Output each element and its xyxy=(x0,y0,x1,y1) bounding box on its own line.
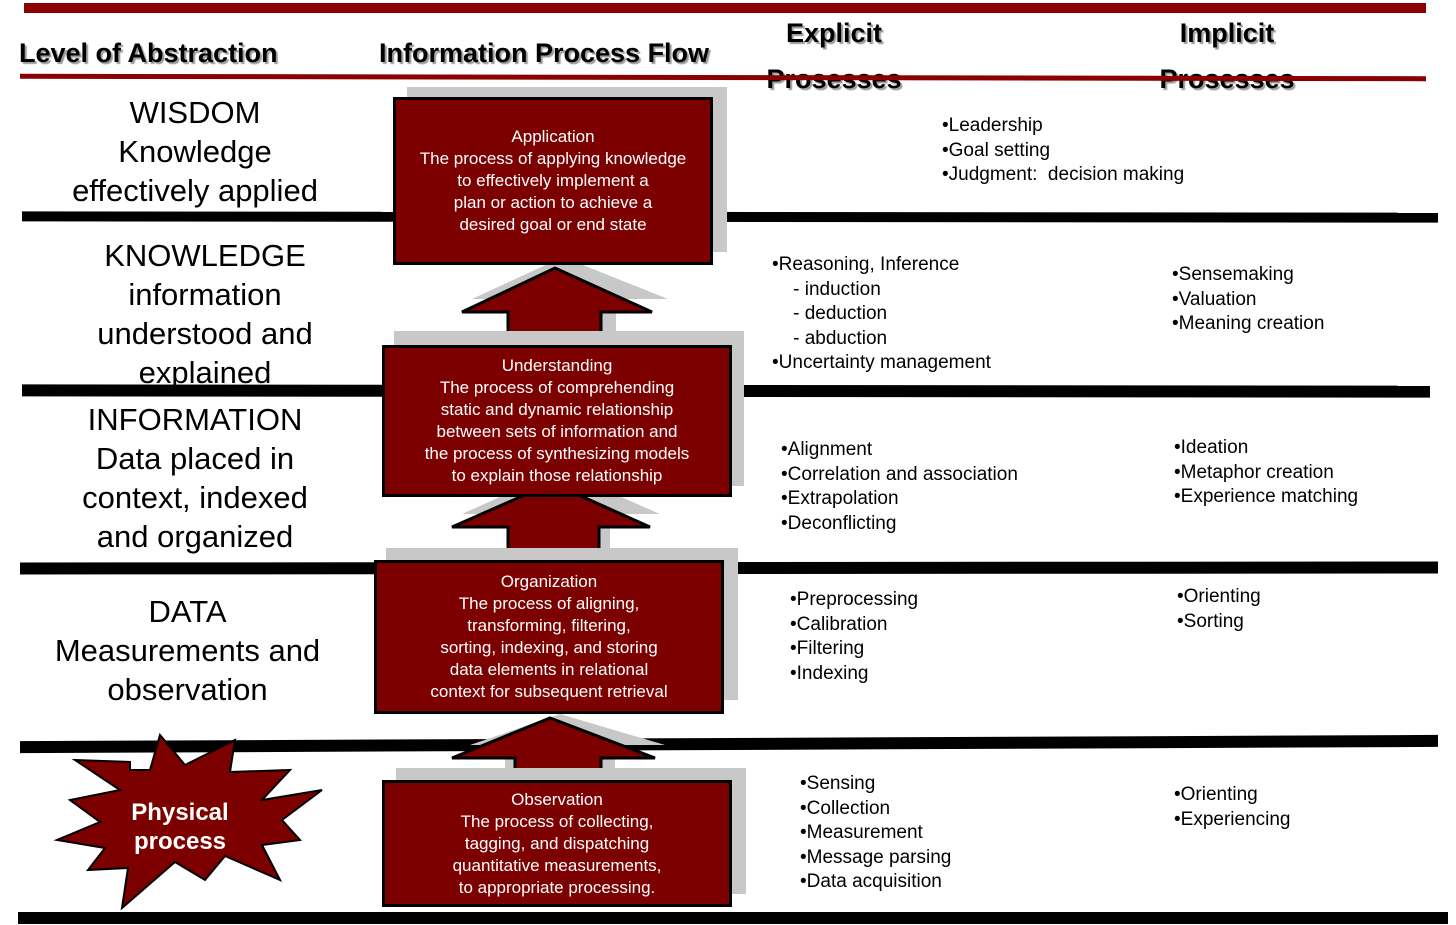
level-information: INFORMATION Data placed in context, inde… xyxy=(82,402,308,554)
header-level-of-abstraction: Level of Abstraction xyxy=(19,38,278,68)
separator-line-bottom xyxy=(18,912,1448,924)
top-bar xyxy=(24,3,1426,13)
box-understanding: Understanding The process of comprehendi… xyxy=(382,345,732,497)
explicit-list-data: •Preprocessing •Calibration •Filtering •… xyxy=(790,589,919,684)
header-implicit-processes: Implicit Prosesses xyxy=(1159,18,1294,94)
box-application: Application The process of applying know… xyxy=(393,97,713,265)
box-description: The process of applying knowledge to eff… xyxy=(419,149,687,234)
physical-process-label: Physical process xyxy=(131,799,229,855)
level-knowledge: KNOWLEDGE information understood and exp… xyxy=(97,238,313,390)
level-data: DATA Measurements and observation xyxy=(54,594,321,707)
box-description: The process of aligning, transforming, f… xyxy=(430,594,668,701)
header-information-process-flow: Information Process Flow xyxy=(379,38,710,68)
box-title: Observation xyxy=(511,789,603,809)
box-description: The process of collecting, tagging, and … xyxy=(452,811,662,897)
box-title: Application xyxy=(511,127,595,146)
box-title: Organization xyxy=(500,572,598,591)
box-title: Understanding xyxy=(501,356,613,375)
implicit-list-knowledge: •Sensemaking •Valuation •Meaning creatio… xyxy=(1172,264,1325,334)
implicit-list-information: •Ideation •Metaphor creation •Experience… xyxy=(1174,437,1359,507)
box-observation: Observation The process of collecting, t… xyxy=(382,780,732,907)
level-wisdom: WISDOM Knowledge effectively applied xyxy=(72,95,318,208)
box-organization: Organization The process of aligning, tr… xyxy=(374,560,724,714)
implicit-list-physical: •Orienting •Experiencing xyxy=(1174,784,1291,830)
implicit-list-data: •Orienting •Sorting xyxy=(1177,586,1261,632)
explicit-list-wisdom: •Leadership •Goal setting •Judgment: dec… xyxy=(942,115,1185,185)
box-description: The process of comprehending static and … xyxy=(424,378,690,485)
physical-process-burst xyxy=(53,732,323,911)
explicit-list-knowledge: •Reasoning, Inference - induction - dedu… xyxy=(772,254,991,373)
explicit-list-information: •Alignment •Correlation and association … xyxy=(781,439,1018,534)
explicit-list-physical: •Sensing •Collection •Measurement •Messa… xyxy=(800,773,952,892)
